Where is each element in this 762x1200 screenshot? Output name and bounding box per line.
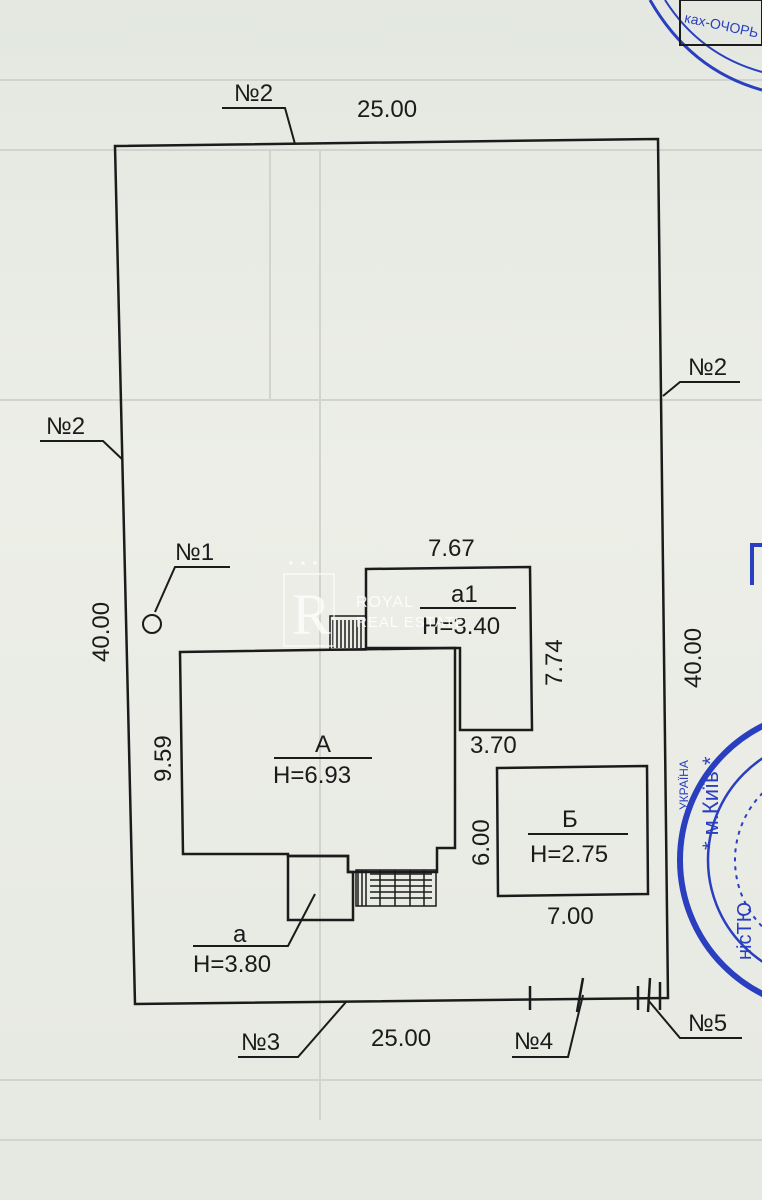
building-b-bottom-dim: 7.00 xyxy=(547,903,594,930)
leader-right xyxy=(662,381,740,397)
plot-left-length: 40.00 xyxy=(88,601,115,662)
stamp-top-right xyxy=(648,0,762,92)
marker-label: №1 xyxy=(175,539,215,566)
a1-top-dim: 7.67 xyxy=(428,535,475,562)
plot-bottom-length: 25.00 xyxy=(371,1025,432,1052)
watermark-line2: REAL ESTATE xyxy=(356,614,466,631)
building-a-name: А xyxy=(315,731,332,758)
stamp-round xyxy=(677,543,762,998)
watermark-monogram: R xyxy=(292,582,331,647)
a1-side-dim: 7.74 xyxy=(541,639,568,686)
building-a1-outline xyxy=(364,565,534,732)
plot-right-length: 40.00 xyxy=(680,627,707,688)
stamp-text-city: * м.Київ * xyxy=(698,756,723,851)
watermark-logo: R xyxy=(283,561,335,647)
building-a-outline xyxy=(178,646,457,874)
steps-upper xyxy=(329,615,367,651)
plot-top-length: 25.00 xyxy=(357,96,418,123)
stamp-text-country: УКРАЇНА xyxy=(677,760,691,810)
a1-name: а1 xyxy=(451,581,478,608)
steps-lower xyxy=(355,869,437,907)
neighbor-bottom-left-label: №3 xyxy=(241,1029,281,1056)
a1-bottom-dim: 3.70 xyxy=(470,732,517,759)
neighbor-left-label: №2 xyxy=(46,413,86,440)
leader-top xyxy=(222,107,296,145)
annex-a-name: а xyxy=(233,921,247,948)
background-form-lines xyxy=(0,79,762,1141)
building-b-side-dim: 6.00 xyxy=(468,819,495,866)
building-b-outline xyxy=(495,764,650,898)
tick-4 xyxy=(646,977,652,1013)
marker-leader xyxy=(154,566,230,613)
neighbor-top-label: №2 xyxy=(234,80,274,107)
building-a-height: Н=6.93 xyxy=(273,762,352,789)
leader-bottom-mid xyxy=(512,994,584,1058)
building-b-height: Н=2.75 xyxy=(530,841,609,868)
leader-bottom-left xyxy=(238,1001,347,1058)
annex-a-outline xyxy=(286,854,355,922)
tick-2 xyxy=(575,977,585,1013)
plot-boundary xyxy=(113,137,670,1006)
annex-a-height: Н=3.80 xyxy=(193,951,272,978)
leader-bottom-right xyxy=(647,999,742,1039)
stamp-text-bottom: нісТЮ xyxy=(734,902,756,960)
neighbor-bottom-mid-label: №4 xyxy=(514,1028,554,1055)
building-b-name: Б xyxy=(562,806,578,833)
annex-a-leader xyxy=(193,893,316,947)
marker-circle xyxy=(142,614,162,634)
watermark-line1: ROYAL xyxy=(356,594,415,611)
a1-height: Н=3.40 xyxy=(422,613,501,640)
leader-left xyxy=(40,440,124,461)
building-a-side-dim: 9.59 xyxy=(150,735,177,782)
neighbor-bottom-right-label: №5 xyxy=(688,1010,728,1037)
neighbor-right-label: №2 xyxy=(688,354,728,381)
